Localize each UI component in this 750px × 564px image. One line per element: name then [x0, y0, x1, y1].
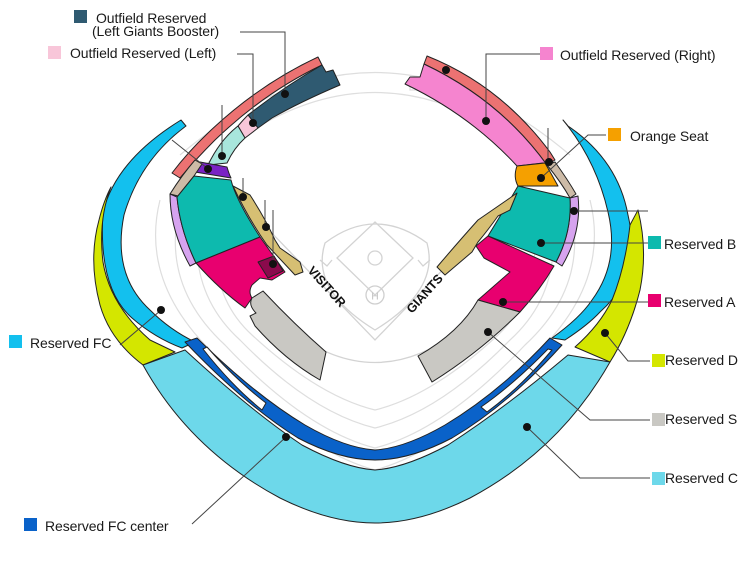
- dugout-label-visitor: VISITOR: [305, 264, 349, 310]
- section-reserved-fc-right[interactable]: [551, 119, 632, 341]
- marker-mint-left: [218, 152, 226, 160]
- section-outfield-rim-left: [171, 56, 323, 179]
- marker-purple-left: [204, 165, 212, 173]
- section-reserved-s-left[interactable]: [249, 290, 327, 381]
- marker-left-giants-booster: [281, 90, 289, 98]
- home-plate-logo: H: [365, 285, 385, 305]
- marker-tan-left-upper: [239, 193, 247, 201]
- legend-label: Reserved B: [664, 236, 737, 252]
- marker-beige-right: [545, 158, 553, 166]
- swatch-outfield-left: [48, 46, 61, 59]
- swatch-reserved-d: [652, 354, 665, 367]
- section-reserved-s-right[interactable]: [417, 299, 521, 383]
- legend-label: Reserved D: [665, 352, 738, 368]
- legend-label: Reserved C: [665, 470, 738, 486]
- swatch-outfield-right: [540, 47, 553, 60]
- marker-reserved-a: [499, 298, 507, 306]
- legend-label: Reserved FC center: [45, 518, 169, 534]
- section-markers: [157, 66, 609, 441]
- legend-label: Reserved FC: [30, 335, 112, 351]
- legend-label: Reserved S: [665, 411, 738, 427]
- section-tan-left: [232, 185, 304, 276]
- legend-label: Reserved A: [664, 294, 736, 310]
- leader-lines: [119, 31, 650, 525]
- swatch-reserved-a: [648, 294, 661, 307]
- legend-label: Orange Seat: [630, 128, 709, 144]
- marker-outfield-right: [482, 117, 490, 125]
- swatch-reserved-s: [652, 413, 665, 426]
- pitchers-mound: [367, 250, 383, 266]
- section-reserved-c[interactable]: [142, 349, 611, 524]
- swatch-outfield-left-giants-booster: [74, 10, 87, 23]
- section-mint-left[interactable]: [207, 125, 246, 166]
- fc-center-gap-right: [480, 348, 553, 413]
- marker-orange-seat: [537, 174, 545, 182]
- coach-box-right: [417, 259, 431, 267]
- legend-label-line1: Outfield Reserved: [96, 10, 207, 26]
- marker-reserved-b: [537, 239, 545, 247]
- marker-reserved-c: [523, 423, 531, 431]
- coach-box-left: [319, 259, 333, 267]
- section-reserved-a-left[interactable]: [195, 236, 286, 309]
- marker-outfield-left: [249, 119, 257, 127]
- section-outfield-left-giants-booster[interactable]: [247, 64, 341, 129]
- section-tan-right: [436, 192, 518, 276]
- marker-maroon-left: [269, 260, 277, 268]
- swatch-reserved-fc: [9, 335, 22, 348]
- legend-label: Outfield Reserved (Left): [70, 45, 217, 61]
- marker-outfield-rim-right: [442, 66, 450, 74]
- section-beige-right: [546, 161, 577, 199]
- swatch-reserved-fc-center: [24, 518, 37, 531]
- marker-reserved-fc: [157, 306, 165, 314]
- base-paths: [336, 221, 414, 296]
- marker-lavender-right: [570, 207, 578, 215]
- marker-tan-left-lower: [262, 223, 270, 231]
- marker-reserved-s: [484, 328, 492, 336]
- section-reserved-d-left[interactable]: [93, 186, 176, 366]
- fc-center-gap-left: [202, 346, 267, 411]
- infield-dirt-outline: [321, 223, 430, 331]
- legend-label-line2: (Left Giants Booster): [92, 23, 220, 39]
- section-outfield-right[interactable]: [404, 63, 548, 167]
- svg-text:H: H: [371, 292, 378, 303]
- swatch-orange-seat: [608, 128, 621, 141]
- marker-reserved-fc-center: [282, 433, 290, 441]
- legend-label: Outfield Reserved (Right): [560, 47, 716, 63]
- section-reserved-a-right[interactable]: [475, 235, 555, 313]
- section-orange-seat[interactable]: [514, 162, 559, 187]
- swatch-reserved-b: [648, 236, 661, 249]
- swatch-reserved-c: [652, 472, 665, 485]
- marker-reserved-d: [601, 329, 609, 337]
